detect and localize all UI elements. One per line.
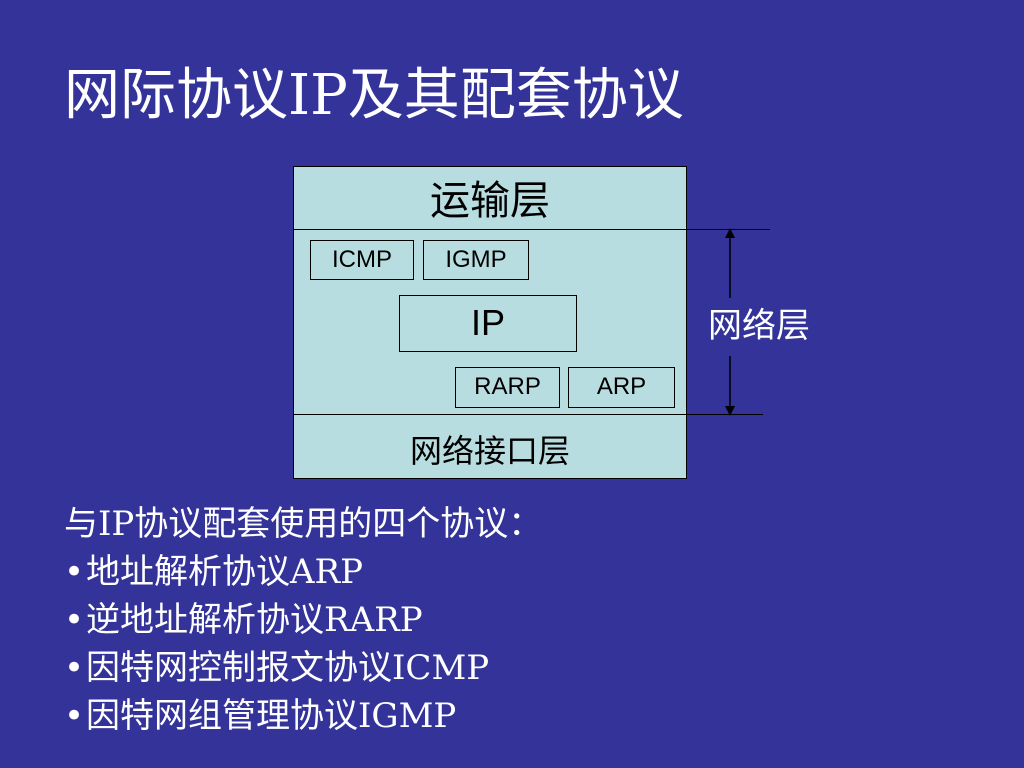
bullet-icon: •: [64, 600, 85, 640]
list-item: •因特网控制报文协议ICMP: [64, 644, 542, 692]
protocol-list: 与IP协议配套使用的四个协议： •地址解析协议ARP •逆地址解析协议RARP …: [64, 500, 542, 740]
network-layer-label: 网络层: [708, 306, 810, 346]
transport-layer-label: 运输层: [430, 178, 550, 224]
ip-box: IP: [399, 295, 577, 352]
page-title: 网际协议IP及其配套协议: [64, 63, 684, 128]
icmp-box: ICMP: [310, 240, 414, 280]
network-layer-bottom-boundary: [293, 414, 763, 415]
rarp-box: RARP: [455, 367, 560, 408]
protocol-layer-diagram: 运输层 ICMP IGMP IP RARP ARP 网络接口层: [293, 166, 687, 479]
bullet-icon: •: [64, 696, 85, 736]
bullet-icon: •: [64, 648, 85, 688]
network-interface-layer-label: 网络接口层: [409, 432, 570, 470]
list-item: •因特网组管理协议IGMP: [64, 692, 542, 740]
igmp-box: IGMP: [423, 240, 529, 280]
arp-box: ARP: [568, 367, 675, 408]
network-layer-span-arrow: [725, 228, 735, 416]
intro-text: 与IP协议配套使用的四个协议：: [64, 504, 543, 544]
list-item: •地址解析协议ARP: [64, 548, 542, 596]
bullet-icon: •: [64, 552, 85, 592]
network-layer-top-boundary: [293, 229, 770, 230]
list-item: •逆地址解析协议RARP: [64, 596, 542, 644]
